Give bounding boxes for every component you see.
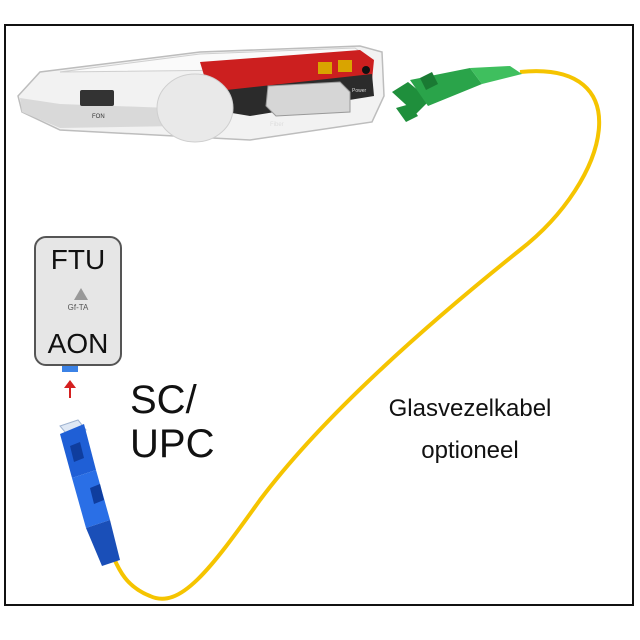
warning-triangle-icon xyxy=(74,288,88,300)
arrow-up-icon xyxy=(64,380,76,398)
cable-label-line2: optioneel xyxy=(421,437,519,464)
cable-label-line1: Glasvezelkabel xyxy=(388,395,552,422)
ftu-title: FTU xyxy=(50,244,106,275)
connector-label-line1: SC/ xyxy=(130,378,197,422)
fiber-cable xyxy=(108,69,602,601)
ftu-mode: AON xyxy=(47,328,109,359)
router-fon-label: FON xyxy=(92,114,105,120)
router-power-label: Power xyxy=(352,88,367,94)
ftu-port xyxy=(62,366,78,372)
connector-label: SC/ UPC xyxy=(130,378,214,466)
sc-connector xyxy=(59,419,120,566)
ftu-subtitle: Gf-TA xyxy=(67,303,89,312)
ftu-box: FTU Gf-TA AON xyxy=(34,236,122,366)
router-fiber-label: Fiber xyxy=(270,122,284,128)
lc-connector xyxy=(392,66,522,122)
sfp-module xyxy=(265,81,351,117)
router-device: FON Fiber Power xyxy=(17,45,385,143)
connector-label-line2: UPC xyxy=(130,422,215,466)
cable-label: Glasvezelkabel optioneel xyxy=(360,388,580,472)
